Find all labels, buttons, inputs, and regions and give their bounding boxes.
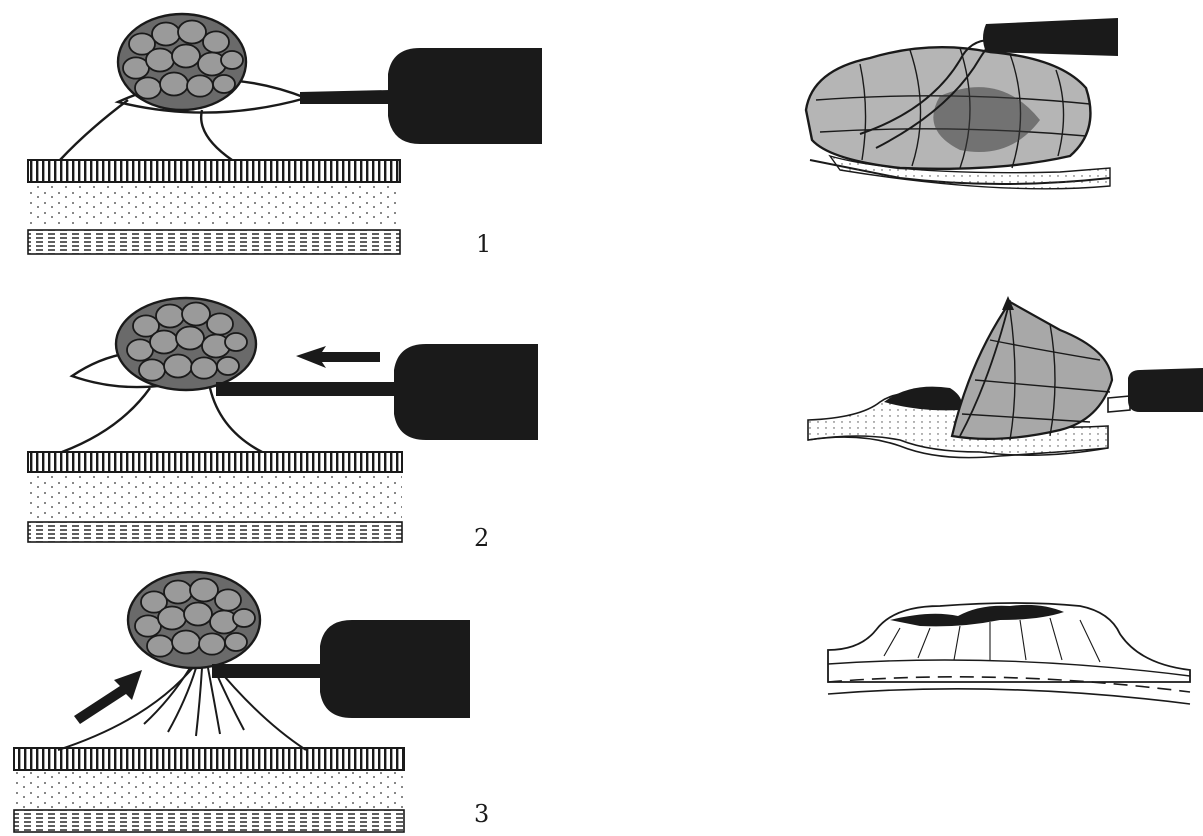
step-label-1: 1 [476,230,491,258]
tissue-layers [14,748,404,832]
polyp [116,298,256,390]
tissue-layers [28,452,402,542]
snare-device [300,48,542,144]
step-label-3: 3 [474,800,489,828]
arrow-icon [74,670,142,724]
sketch-polyp-snared [806,18,1118,189]
tissue-layers [28,160,400,254]
step-label-2: 2 [474,524,489,552]
sketch-resected-base [828,603,1190,704]
polyp [118,14,246,110]
panel-1 [28,14,542,254]
panel-2 [28,298,538,542]
panel-3 [14,572,470,832]
polyp [128,572,260,668]
arrow-icon [296,346,380,368]
sketch-polyp-lifted [808,296,1203,458]
